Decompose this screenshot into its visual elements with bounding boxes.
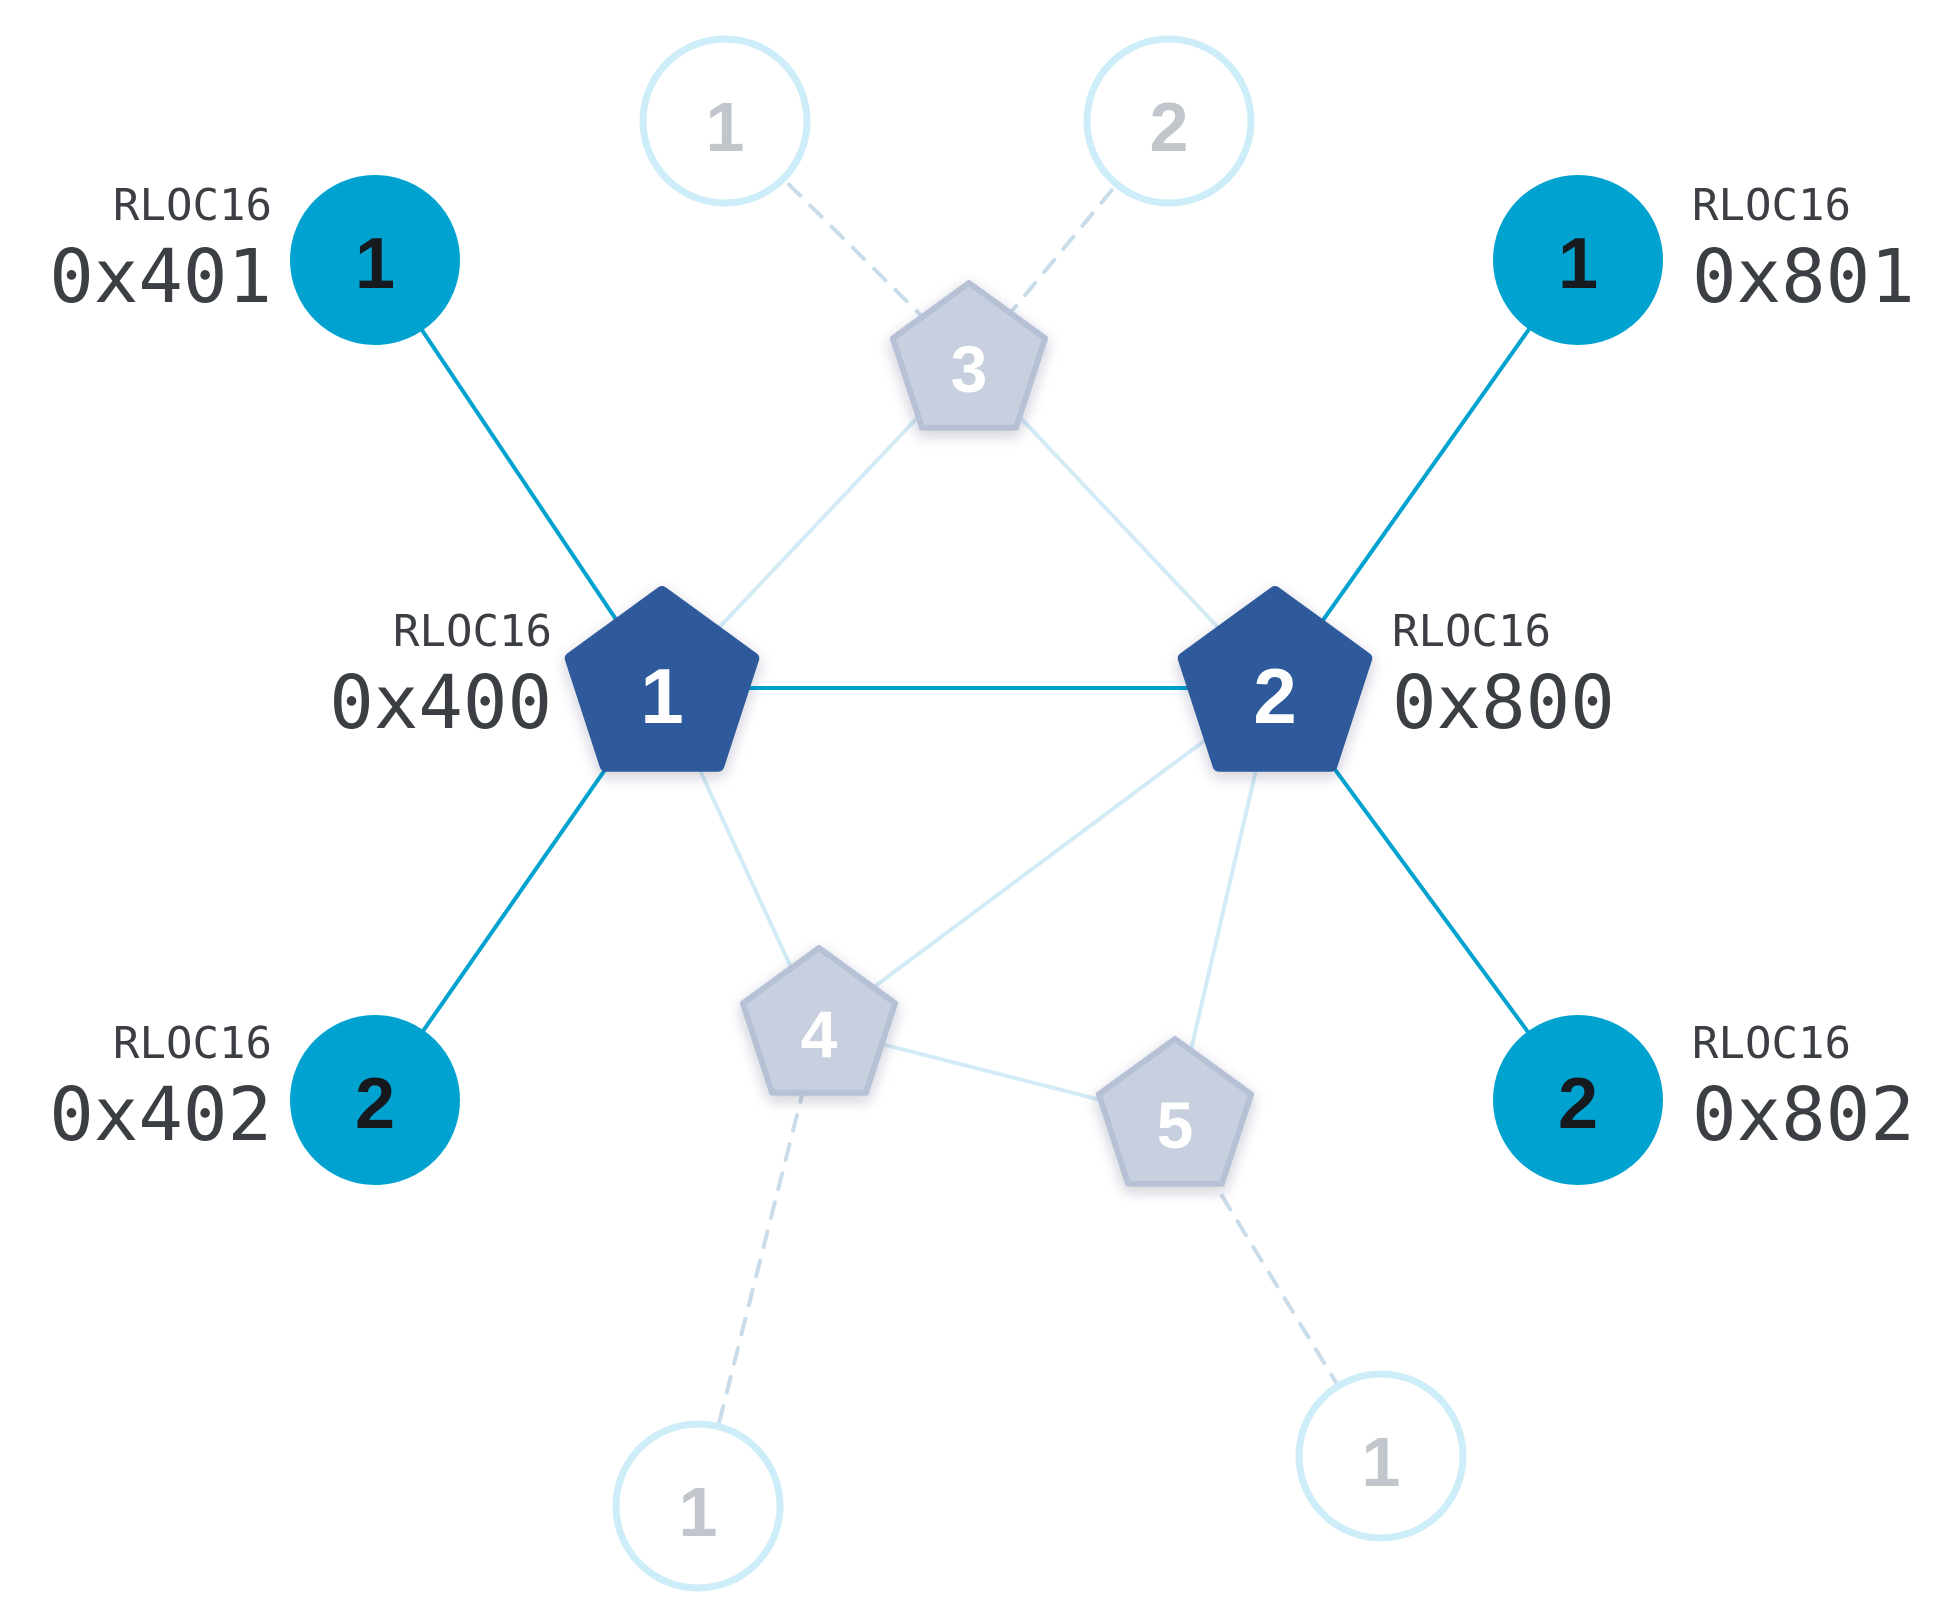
label-child-402: RLOC16 0x402 — [49, 1018, 272, 1158]
node-router-5: 5 — [1095, 1036, 1255, 1187]
label-child-802: RLOC16 0x802 — [1692, 1018, 1915, 1158]
router-5-number: 5 — [1157, 1088, 1194, 1162]
child-402-rloc-title: RLOC16 — [113, 1018, 272, 1069]
node-child-401: 1 — [290, 175, 460, 345]
router-4-shape — [739, 945, 899, 1096]
child-801-number: 1 — [1558, 224, 1598, 304]
router-3-shape — [889, 280, 1049, 431]
child-401-number: 1 — [355, 224, 395, 304]
device-top-2-number: 2 — [1150, 88, 1189, 166]
node-device-top-1: 1 — [639, 35, 811, 207]
router-2-rloc-value: 0x800 — [1392, 660, 1615, 746]
node-device-bottom-right: 1 — [1295, 1370, 1467, 1542]
device-bottom-left-shape — [612, 1420, 784, 1592]
router-4-number: 4 — [801, 997, 838, 1071]
child-802-rloc-value: 0x802 — [1692, 1072, 1915, 1158]
child-401-rloc-value: 0x401 — [49, 234, 272, 320]
router-1-rloc-value: 0x400 — [329, 660, 552, 746]
router-2-number: 2 — [1253, 652, 1296, 740]
device-bottom-right-shape — [1295, 1370, 1467, 1542]
router-1-shape — [564, 586, 760, 772]
edges-dashed — [696, 119, 1383, 1508]
node-child-402: 2 — [290, 1015, 460, 1185]
router-3-number: 3 — [951, 332, 988, 406]
node-router-3: 3 — [889, 280, 1049, 431]
device-bottom-left-number: 1 — [679, 1473, 718, 1551]
node-child-801: 1 — [1493, 175, 1663, 345]
edge-child401-router1 — [373, 258, 664, 690]
label-child-401: RLOC16 0x401 — [49, 180, 272, 320]
child-401-rloc-title: RLOC16 — [113, 180, 272, 231]
edge-router4-devicebottomleft — [696, 1026, 821, 1508]
child-802-rloc-title: RLOC16 — [1692, 1018, 1851, 1069]
edge-devicetop2-router3 — [967, 119, 1171, 365]
child-801-rloc-value: 0x801 — [1692, 234, 1915, 320]
router-2-rloc-title: RLOC16 — [1392, 606, 1551, 657]
device-top-1-number: 1 — [706, 88, 745, 166]
router-5-shape — [1095, 1036, 1255, 1187]
child-402-number: 2 — [355, 1064, 395, 1144]
router-2-shape — [1177, 586, 1373, 772]
node-child-802: 2 — [1493, 1015, 1663, 1185]
edge-router2-child801 — [1273, 258, 1580, 690]
device-bottom-right-number: 1 — [1362, 1423, 1401, 1501]
node-router-4: 4 — [739, 945, 899, 1096]
node-router-1: 1 — [564, 586, 760, 772]
edge-router2-router4 — [817, 686, 1277, 1030]
child-402-shape — [290, 1015, 460, 1185]
child-802-shape — [1493, 1015, 1663, 1185]
device-top-1-shape — [639, 35, 811, 207]
child-801-rloc-title: RLOC16 — [1692, 180, 1851, 231]
child-402-rloc-value: 0x402 — [49, 1072, 272, 1158]
node-router-2: 2 — [1177, 586, 1373, 772]
child-401-shape — [290, 175, 460, 345]
device-top-2-shape — [1083, 35, 1255, 207]
label-child-801: RLOC16 0x801 — [1692, 180, 1915, 320]
router-1-number: 1 — [640, 652, 683, 740]
router-1-rloc-title: RLOC16 — [393, 606, 552, 657]
label-router-2: RLOC16 0x800 — [1392, 606, 1615, 746]
label-router-1: RLOC16 0x400 — [329, 606, 552, 746]
node-device-bottom-left: 1 — [612, 1420, 784, 1592]
child-802-number: 2 — [1558, 1064, 1598, 1144]
child-801-shape — [1493, 175, 1663, 345]
node-device-top-2: 2 — [1083, 35, 1255, 207]
